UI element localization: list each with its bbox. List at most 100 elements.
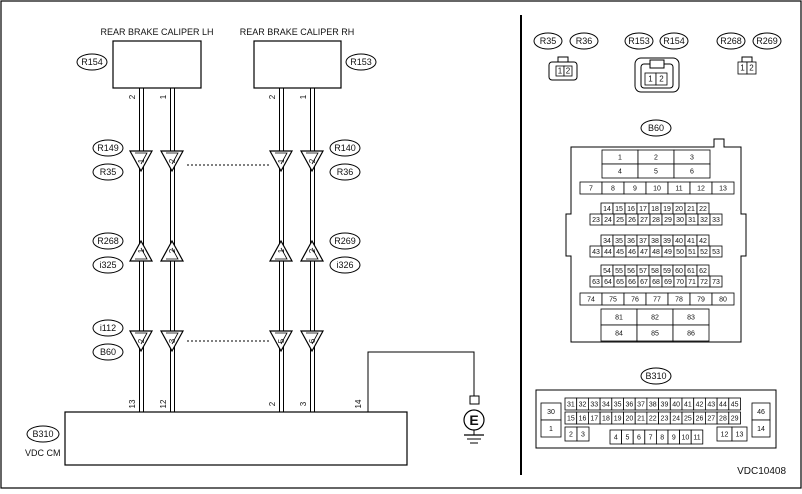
rear-brake-caliper-rh-box bbox=[253, 40, 342, 89]
legend-b60-21: 21 bbox=[687, 206, 695, 213]
legend-b60-86-cell bbox=[672, 324, 710, 342]
legend-b60-57: 57 bbox=[639, 268, 647, 275]
legend-b60-80: 80 bbox=[719, 297, 727, 304]
conn-R36-label: R36 bbox=[337, 167, 354, 177]
legend-b60-13-cell bbox=[711, 181, 735, 195]
conn-i326-label: i326 bbox=[336, 260, 353, 270]
legend-b60-73-cell bbox=[709, 275, 723, 288]
legend-b310-29: 29 bbox=[731, 416, 739, 423]
legend-b310-3: 3 bbox=[581, 432, 585, 439]
conn-i112-bubble bbox=[92, 319, 124, 337]
legend-b60-64: 64 bbox=[604, 279, 612, 286]
legend-b60-53: 53 bbox=[712, 249, 720, 256]
legend-b60-27: 27 bbox=[640, 217, 648, 224]
legend-b60-20: 20 bbox=[675, 206, 683, 213]
legend-b60-79: 79 bbox=[697, 297, 705, 304]
legend-b60-58: 58 bbox=[651, 268, 659, 275]
tri-row1-0-inner bbox=[135, 152, 148, 165]
legend-r268-latch bbox=[741, 56, 753, 63]
tri-row3-2-inner bbox=[275, 332, 288, 345]
conn-B60-label: B60 bbox=[100, 347, 116, 357]
conn-R269-label: R269 bbox=[334, 236, 356, 246]
legend-b310-13-cell bbox=[731, 426, 748, 442]
legend-b310-18: 18 bbox=[602, 416, 610, 423]
legend-b310-1: 1 bbox=[549, 426, 553, 433]
shield-lines bbox=[187, 164, 270, 342]
conn-R268-label: R268 bbox=[97, 236, 119, 246]
legend-R35-bubble bbox=[533, 32, 563, 50]
legend-b60-73: 73 bbox=[712, 279, 720, 286]
legend-b310-21: 21 bbox=[637, 416, 645, 423]
legend-b310-37: 37 bbox=[637, 402, 645, 409]
legend-b60-84: 84 bbox=[615, 331, 623, 338]
legend-b60-16: 16 bbox=[627, 206, 635, 213]
legend-b60-17: 17 bbox=[639, 206, 647, 213]
legend-b310-38: 38 bbox=[649, 402, 657, 409]
conn-R153-bubble bbox=[345, 53, 377, 71]
legend-b310-15: 15 bbox=[567, 416, 575, 423]
legend-b310-11: 11 bbox=[693, 435, 700, 442]
tri-row3-1-pin: 3 bbox=[168, 338, 177, 343]
legend-b60-72: 72 bbox=[700, 279, 708, 286]
rear-brake-caliper-lh-title: REAR BRAKE CALIPER LH bbox=[100, 27, 213, 37]
legend-R153-label: R153 bbox=[628, 36, 650, 46]
tri-row2-1-pin: 2 bbox=[168, 248, 177, 253]
pin-lh-2: 2 bbox=[128, 94, 137, 99]
legend-b60-15: 15 bbox=[615, 206, 623, 213]
legend-b60-82: 82 bbox=[651, 315, 659, 322]
legend-b60-32: 32 bbox=[700, 217, 708, 224]
legend-b60-66: 66 bbox=[628, 279, 636, 286]
conn-R149-label: R149 bbox=[97, 143, 119, 153]
legend-r35-pin-2-cell bbox=[563, 65, 573, 77]
legend-R268-label: R268 bbox=[720, 36, 742, 46]
legend-b60-69: 69 bbox=[664, 279, 672, 286]
legend-b60-26: 26 bbox=[628, 217, 636, 224]
legend-b60-78: 78 bbox=[675, 297, 683, 304]
conn-i325-bubble bbox=[92, 256, 124, 274]
legend-b60-11: 11 bbox=[675, 186, 682, 193]
legend-b310-7: 7 bbox=[649, 435, 653, 442]
tri-row1-0-pin: 1 bbox=[137, 158, 146, 163]
legend-b60-5: 5 bbox=[654, 169, 658, 176]
legend-b310-13: 13 bbox=[736, 432, 744, 439]
legend-b310-title-label: B310 bbox=[645, 371, 666, 381]
legend-b310-23: 23 bbox=[661, 416, 669, 423]
legend-b60-80-cell bbox=[711, 292, 735, 306]
legend-b310-5: 5 bbox=[625, 435, 629, 442]
legend-b60-title-label: B60 bbox=[648, 123, 664, 133]
legend-b60-10: 10 bbox=[653, 186, 661, 193]
legend-R35-label: R35 bbox=[540, 36, 557, 46]
legend-b310-34: 34 bbox=[602, 402, 610, 409]
conn-i325-label: i325 bbox=[99, 260, 116, 270]
legend-r153-pin-2: 2 bbox=[659, 75, 664, 84]
legend-b310-43: 43 bbox=[707, 402, 715, 409]
legend-b310-24: 24 bbox=[672, 416, 680, 423]
conn-R35-label: R35 bbox=[100, 167, 117, 177]
legend-r268-pin-2-cell bbox=[746, 61, 757, 75]
legend-b60-18: 18 bbox=[651, 206, 659, 213]
legend-b310-16: 16 bbox=[579, 416, 587, 423]
conn-R154-label: R154 bbox=[81, 57, 103, 67]
legend-b60-13: 13 bbox=[719, 186, 727, 193]
tri-row1-1-inner bbox=[166, 152, 179, 165]
legend-b310-9: 9 bbox=[672, 435, 676, 442]
legend-b60-86: 86 bbox=[687, 331, 695, 338]
legend-b310-11-cell bbox=[690, 429, 704, 445]
pin-vdc-13: 13 bbox=[128, 399, 137, 408]
tri-row2-1 bbox=[159, 239, 185, 262]
legend-b60-2: 2 bbox=[654, 155, 658, 162]
legend-R36-bubble bbox=[569, 32, 599, 50]
legend-b310-31: 31 bbox=[567, 402, 575, 409]
pin-rh-2: 2 bbox=[268, 94, 277, 99]
ground-symbol bbox=[463, 395, 485, 444]
legend-b310-20: 20 bbox=[625, 416, 633, 423]
conn-i326-bubble bbox=[329, 256, 361, 274]
tri-row3-0-inner bbox=[135, 332, 148, 345]
legend-b60-6-cell bbox=[673, 163, 711, 179]
vdc-cm-title: VDC CM bbox=[25, 448, 61, 458]
tri-row3-2 bbox=[268, 330, 294, 353]
conn-R140-bubble bbox=[329, 139, 361, 157]
legend-b60-23: 23 bbox=[592, 217, 600, 224]
